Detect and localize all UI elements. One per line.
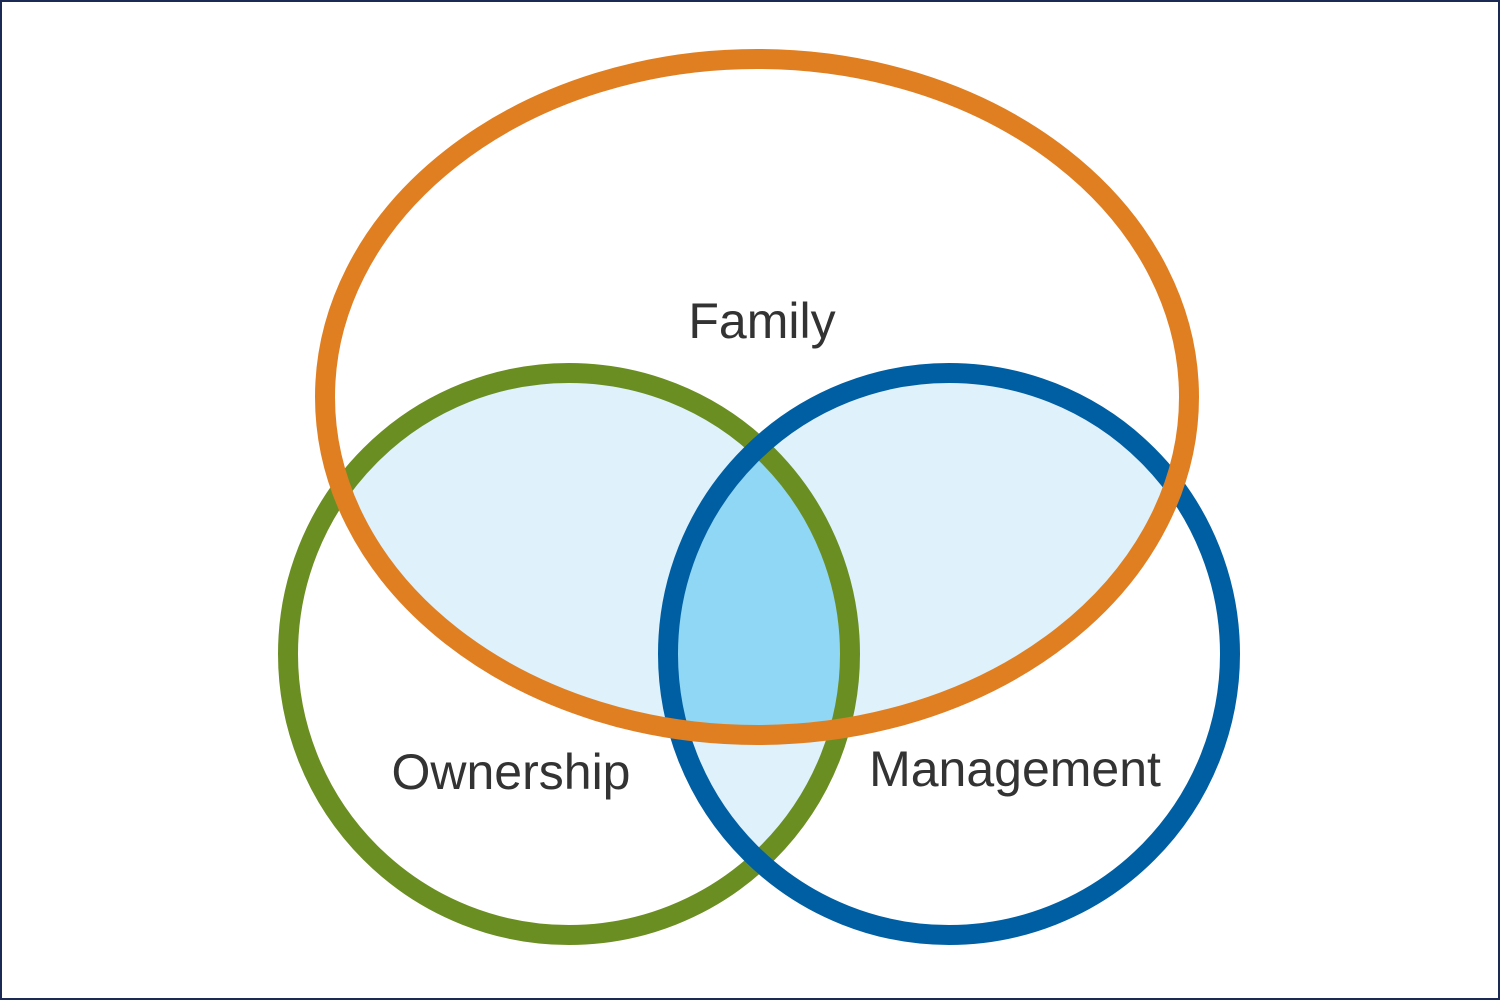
ownership-label: Ownership [392, 744, 631, 800]
ownership-circle [278, 363, 860, 945]
management-label: Management [869, 741, 1161, 797]
family-label: Family [688, 293, 835, 349]
family-ellipse [315, 49, 1199, 745]
management-circle [658, 363, 1240, 945]
